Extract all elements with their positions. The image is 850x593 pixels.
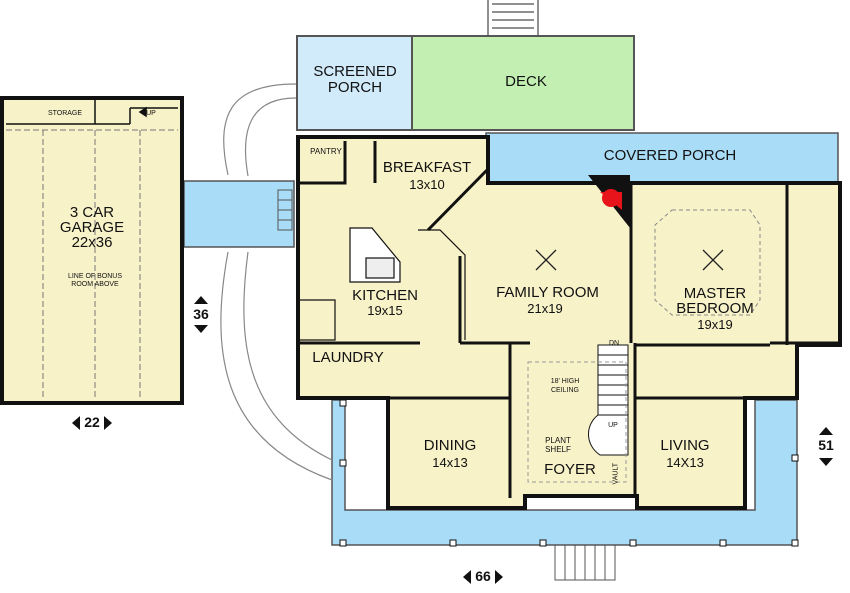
dining-size: 14x13 <box>432 455 468 470</box>
front-steps <box>554 544 616 581</box>
breakfast-size: 13x10 <box>409 177 445 192</box>
foyer-label: FOYER <box>544 461 596 478</box>
kitchen-counter <box>300 229 466 341</box>
screened-porch-label-2: PORCH <box>327 79 383 96</box>
covered-porch <box>485 132 839 184</box>
foyer-stair <box>588 344 629 456</box>
garage-label-1: 3 CAR <box>69 204 115 221</box>
breezeway-steps <box>277 189 293 231</box>
vault-label: VAULT <box>612 462 620 485</box>
master-bedroom-label-1: MASTER <box>683 285 747 302</box>
laundry-label: LAUNDRY <box>312 349 384 366</box>
garage-note-1: LINE OF BONUS <box>67 273 123 280</box>
ceiling-fan-master <box>702 249 724 271</box>
tray-ceiling <box>654 209 761 316</box>
porch-posts <box>339 399 799 547</box>
living-size: 14X13 <box>666 455 704 470</box>
garage-size: 22x36 <box>71 234 113 251</box>
walkway-curves <box>220 83 333 481</box>
stair-dn-label: DN <box>608 340 620 347</box>
kitchen-island <box>349 227 401 283</box>
garage-note-2: ROOM ABOVE <box>71 281 119 288</box>
house-depth-dim: 51 <box>818 437 834 453</box>
kitchen-size: 19x15 <box>367 303 403 318</box>
screened-porch-label-1: SCREENED <box>313 63 397 80</box>
living-label: LIVING <box>660 437 710 454</box>
covered-porch-label: COVERED PORCH <box>603 147 737 164</box>
screened-porch <box>296 35 413 131</box>
garage-storage <box>6 100 178 125</box>
plant-shelf-1: PLANT <box>545 436 571 445</box>
dimension-markers <box>72 296 833 584</box>
deck <box>411 35 635 131</box>
family-room-label: FAMILY ROOM <box>496 284 599 301</box>
garage-depth-dim: 36 <box>193 306 209 322</box>
family-room-size: 21x19 <box>527 301 563 316</box>
garage-width-dim: 22 <box>84 414 100 430</box>
stair-up-label: UP <box>608 422 618 429</box>
house-width-dim: 66 <box>475 568 491 584</box>
garage <box>0 96 184 405</box>
deck-stairs <box>487 0 539 36</box>
kitchen-label: KITCHEN <box>352 287 418 304</box>
breakfast-label: BREAKFAST <box>382 159 472 176</box>
ceiling-fan-family <box>535 249 557 271</box>
master-bedroom-label-2: BEDROOM <box>676 300 754 317</box>
deck-label: DECK <box>505 73 547 90</box>
breezeway <box>183 180 295 248</box>
fireplace <box>588 175 630 228</box>
pantry-label: PANTRY <box>310 147 342 156</box>
garage-stair-label: UP <box>146 110 156 117</box>
interior-walls <box>300 141 840 498</box>
foyer-ceiling-2: CEILING <box>550 387 579 394</box>
garage-label-2: GARAGE <box>59 219 125 236</box>
foyer-ceiling-outline <box>527 361 627 483</box>
plant-shelf-2: SHELF <box>545 445 571 454</box>
garage-storage-label: STORAGE <box>47 110 83 117</box>
dining-label: DINING <box>423 437 477 454</box>
foyer-ceiling-1: 18' HIGH <box>550 378 580 385</box>
garage-door-lines <box>6 129 178 400</box>
master-bedroom-size: 19x19 <box>697 317 733 332</box>
